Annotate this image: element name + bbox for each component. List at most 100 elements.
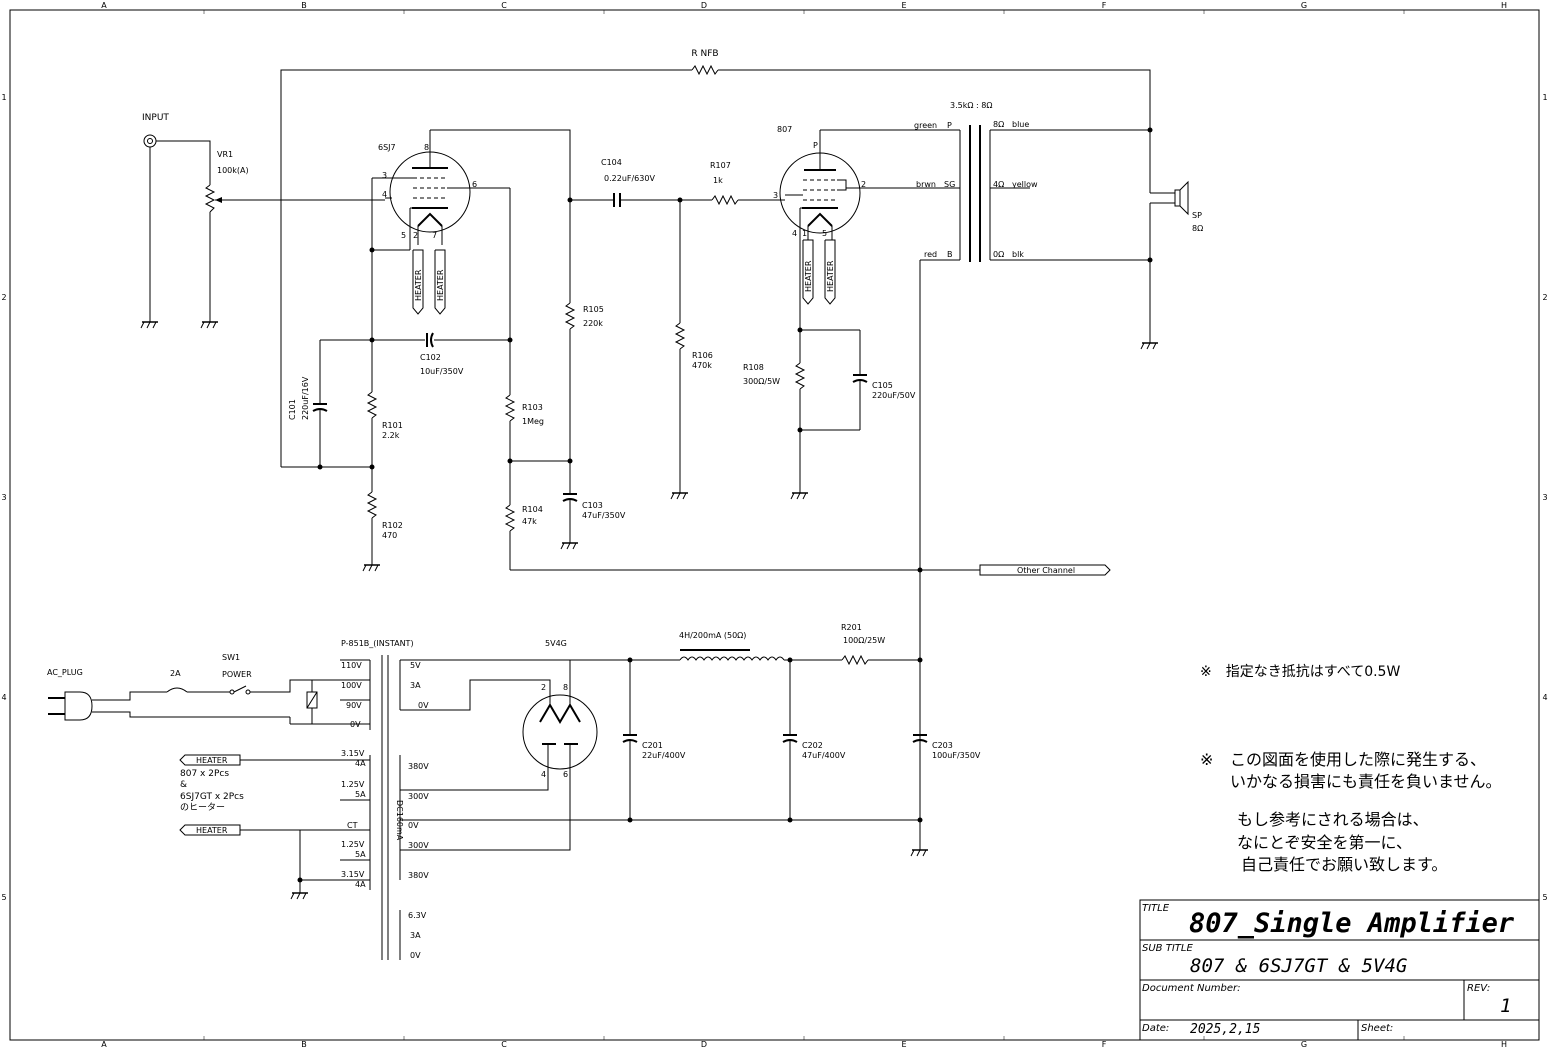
other-channel-label: Other Channel [1017,566,1075,575]
pt-heat-5a-b: 5A [355,850,366,859]
c105-ref: C105 [872,381,893,390]
zone-col-label: B [301,1040,307,1049]
v2-name: 807 [777,125,792,134]
heater-out-2: HEATER [196,826,228,835]
zone-col-label: C [501,1,507,10]
ot-ratio: 3.5kΩ : 8Ω [950,101,992,110]
v2-heater-label-1: HEATER [804,260,813,292]
pt-tap-90: 90V [346,701,362,710]
junction-dot [787,817,793,823]
v2-pin-p: P [813,141,818,150]
junction-dot [369,247,375,253]
ot-0ohm-tap: 0Ω [993,250,1004,259]
pt-rect-3a: 3A [410,681,421,690]
c202-value: 47uF/400V [802,751,846,760]
zone-row-label: 4 [1,693,6,702]
junction-dot [917,567,923,573]
junction-dot [797,427,803,433]
v1-name: 6SJ7 [378,143,396,152]
sw-label: POWER [222,670,252,679]
c105-value: 220uF/50V [872,391,916,400]
r105-ref: R105 [583,305,604,314]
ot-4ohm-tap: 4Ω [993,180,1004,189]
safety-line-3: 自己責任でお願い致します。 [1241,855,1447,874]
zone-col-label: H [1501,1,1507,10]
zone-col-label: F [1102,1,1107,10]
ot-4ohm-wire: yellow [1012,180,1038,189]
junction-dot [567,458,573,464]
c101-ref: C101 [288,399,297,420]
junction-dot [369,337,375,343]
rect-pin-8: 8 [563,683,568,692]
v2-heater-label-2: HEATER [826,260,835,292]
junction-dot [507,458,513,464]
ot-b-wire: red [924,250,937,259]
c101-value: 220uF/16V [301,376,310,420]
junction-dot [507,337,513,343]
pt-aux-3a: 3A [410,931,421,940]
c202-ref: C202 [802,741,823,750]
ot-b-tap: B [947,250,953,259]
junction-dot [317,464,323,470]
zone-col-label: H [1501,1040,1507,1049]
heater-note-1: 807 x 2Pcs [180,769,229,779]
junction-dot [797,327,803,333]
r103-value: 1Meg [522,417,544,426]
notes: ※ 指定なき抵抗はすべて0.5W ※ この図面を使用した際に発生する、 いかなる… [1200,664,1502,874]
pt-ht-300b: 300V [408,841,429,850]
rect-pin-6: 6 [563,770,568,779]
zone-col-label: F [1102,1040,1107,1049]
vr1-ref: VR1 [217,150,233,159]
v1-heater-label-2: HEATER [436,269,445,301]
zone-row-label: 3 [1,493,6,502]
docnum-label: Document Number: [1142,983,1241,994]
c203-ref: C203 [932,741,953,750]
ot-0ohm-wire: blk [1012,250,1024,259]
pt-rect-0v: 0V [418,701,429,710]
title-block: TITLE 807_Single Amplifier SUB TITLE 807… [1139,899,1540,1041]
v1-pin-4: 4 [382,190,387,199]
drawing-frame [9,9,1540,1041]
sheet-label: Sheet: [1361,1023,1393,1034]
v2-pin-1: 1 [802,229,807,238]
ground-symbol [560,542,578,550]
date-label: Date: [1142,1023,1169,1034]
pt-heat-5a-a: 5A [355,790,366,799]
r106-value: 470k [692,361,712,370]
choke-value: 4H/200mA (50Ω) [679,631,746,640]
disclaimer-line-1: この図面を使用した際に発生する、 [1230,750,1486,769]
zone-row-label: 1 [1,93,6,102]
r104-ref: R104 [522,505,543,514]
c104-ref: C104 [601,158,622,167]
c102-value: 10uF/350V [420,367,464,376]
junction-dot [917,657,923,663]
date-value: 2025,2,15 [1190,1022,1261,1037]
speaker: SP 8Ω [1149,130,1203,343]
pt-heat-315b: 3.15V [341,870,365,879]
junction-dot [1147,127,1153,133]
v2-pin-3: 3 [773,191,778,200]
filter-network: 4H/200mA (50Ω) R201 100Ω/25W C201 22uF/4… [622,623,981,820]
pt-heat-125b: 1.25V [341,840,365,849]
fuse-label: 2A [170,669,181,678]
ot-8ohm-tap: 8Ω [993,120,1004,129]
pt-dc-rating: DC160mA [395,800,404,841]
rect-pin-2: 2 [541,683,546,692]
ot-sg-wire: brwn [916,180,936,189]
zone-col-label: C [501,1040,507,1049]
r101-value: 2.2k [382,431,400,440]
zone-row-label: 2 [1,293,6,302]
pt-label: P-851B_(INSTANT) [341,639,414,648]
input-section: INPUT VR1 100k(A) [142,113,385,322]
c201-value: 22uF/400V [642,751,686,760]
tube-807: P 2 3 4 1 5 807 HEATER HEATER [773,125,950,330]
rectifier-5v4g: 5V4G 2 8 4 6 [522,639,598,779]
v1-pin-6: 6 [472,180,477,189]
ground-symbol [670,492,688,500]
input-label: INPUT [142,113,169,123]
r105-value: 220k [583,319,603,328]
ground-symbol [910,849,928,857]
heater-out-1: HEATER [196,756,228,765]
c201-ref: C201 [642,741,663,750]
